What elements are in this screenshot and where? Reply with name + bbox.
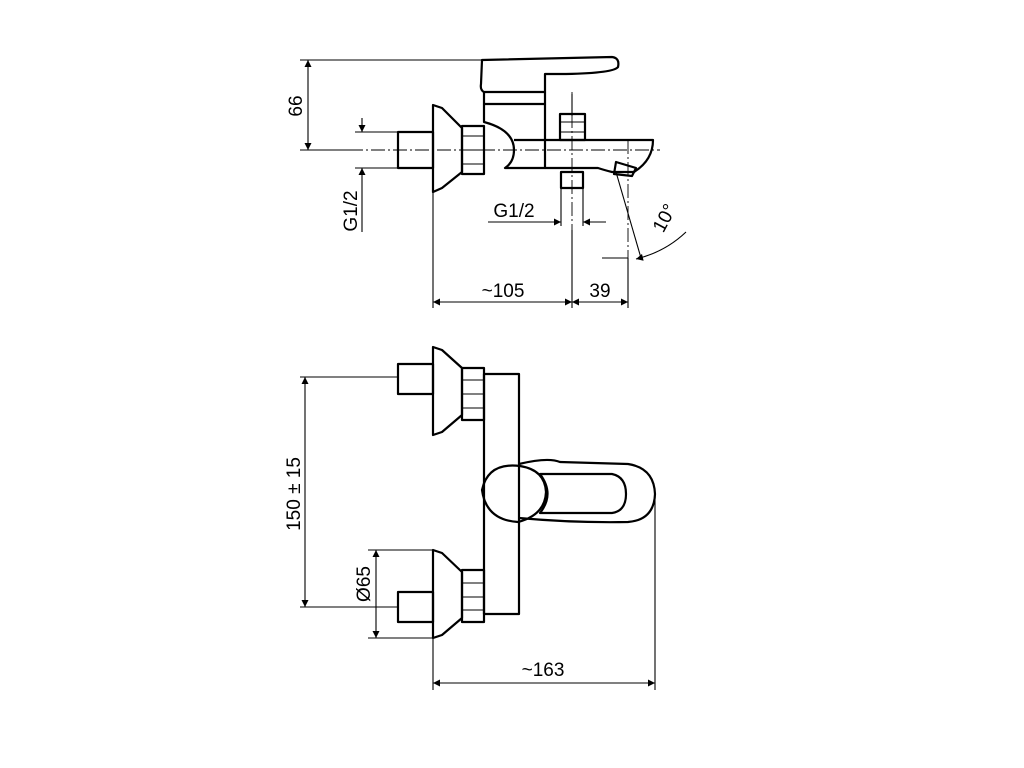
spout xyxy=(514,138,655,174)
label-outlet-g12: G1/2 xyxy=(493,201,534,222)
label-inlet-g12: G1/2 xyxy=(341,190,362,231)
handle-base xyxy=(482,92,547,106)
spout-slot xyxy=(538,472,628,515)
label-angle-10: 10° xyxy=(649,201,681,236)
label-height-66: 66 xyxy=(286,95,307,116)
label-centers-150: 150 ± 15 xyxy=(284,457,305,531)
label-depth-105: ~105 xyxy=(482,281,525,302)
aerator xyxy=(612,160,638,178)
central-body xyxy=(482,372,521,616)
lower-inlet-pipe xyxy=(396,590,435,624)
lower-rosette xyxy=(431,548,464,640)
lower-eccentric-nut xyxy=(460,568,486,624)
label-spout-39: 39 xyxy=(589,281,610,302)
handle-lever xyxy=(479,55,620,94)
top-view: 150 ± 15 Ø65 ~163 xyxy=(284,345,657,690)
upper-rosette xyxy=(431,345,464,437)
rosette xyxy=(431,103,464,194)
label-length-163: ~163 xyxy=(522,660,565,681)
handle-top xyxy=(480,464,548,524)
upper-inlet-pipe xyxy=(396,362,435,396)
mixer-body xyxy=(482,104,547,170)
side-view: 66 G1/2 G1/2 10° ~105 39 xyxy=(286,55,687,308)
diverter-knob xyxy=(558,112,587,142)
label-rosette-65: Ø65 xyxy=(354,566,375,602)
